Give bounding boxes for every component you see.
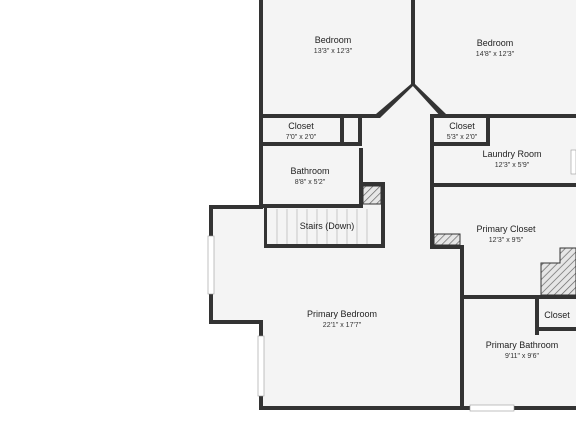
room-label-bedroom-2: Bedroom <box>477 38 514 48</box>
room-label-bedroom-1: Bedroom <box>315 35 352 45</box>
windows <box>207 149 576 412</box>
walls <box>209 0 576 410</box>
room-dims-closet-1: 7'0" x 2'0" <box>286 134 317 141</box>
room-dims-closet-2: 5'3" x 2'0" <box>447 134 478 141</box>
window <box>257 335 265 397</box>
room-dims-primary-closet: 12'3" x 9'5" <box>489 237 524 244</box>
room-dims-laundry-room: 12'3" x 5'9" <box>495 162 530 169</box>
room-label-stairs: Stairs (Down) <box>300 221 355 231</box>
room-label-primary-closet: Primary Closet <box>476 224 536 234</box>
floor-area <box>213 0 576 406</box>
window <box>207 235 215 295</box>
window <box>570 149 576 175</box>
room-labels: Bedroom 13'3" x 12'3" Bedroom 14'8" x 12… <box>286 35 571 360</box>
room-dims-primary-bedroom: 22'1" x 17'7" <box>323 322 362 329</box>
room-dims-primary-bathroom: 9'11" x 9'6" <box>505 353 539 360</box>
chases <box>362 185 576 296</box>
room-dims-bedroom-1: 13'3" x 12'3" <box>314 48 353 55</box>
room-label-laundry-room: Laundry Room <box>482 149 541 159</box>
stairs-treads <box>276 209 368 244</box>
room-label-primary-bathroom: Primary Bathroom <box>486 340 559 350</box>
room-label-bathroom: Bathroom <box>290 166 329 176</box>
room-dims-bathroom: 8'8" x 5'2" <box>295 179 326 186</box>
room-label-closet-3: Closet <box>544 310 570 320</box>
room-label-closet-1: Closet <box>288 121 314 131</box>
room-dims-bedroom-2: 14'8" x 12'3" <box>476 51 515 58</box>
room-label-primary-bedroom: Primary Bedroom <box>307 309 377 319</box>
window <box>469 404 515 412</box>
room-label-closet-2: Closet <box>449 121 475 131</box>
